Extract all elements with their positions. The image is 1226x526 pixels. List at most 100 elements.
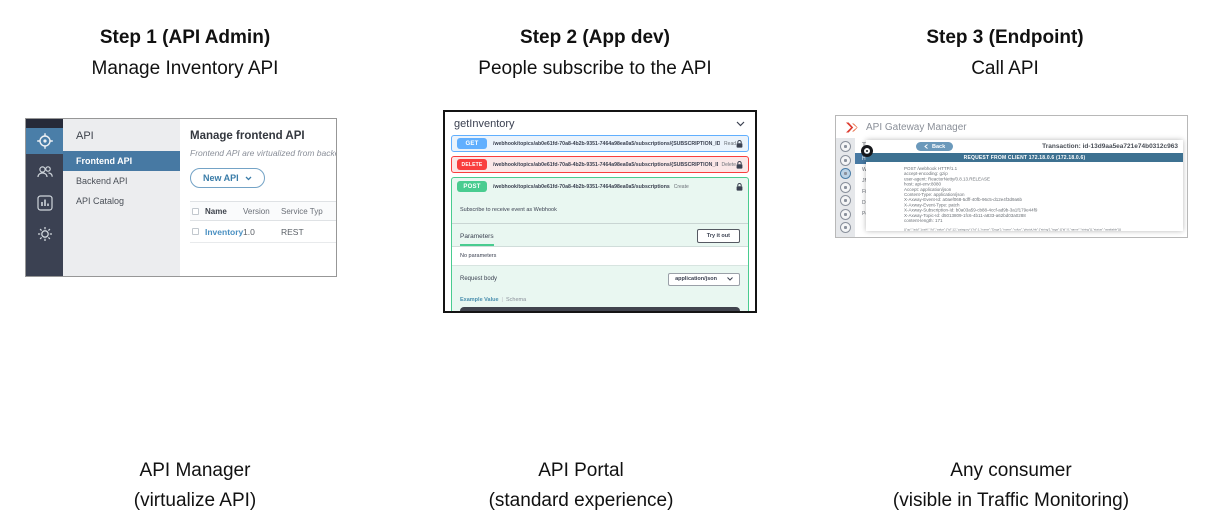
database-icon[interactable] <box>840 208 851 220</box>
gateway-body: Traffic HTTP Web JMS File Dire Perf Back… <box>836 138 1187 237</box>
sidebar-item-backend-api[interactable]: Backend API <box>76 176 128 186</box>
new-api-button-label: New API <box>203 173 239 183</box>
request-line: POST /webhook HTTP/1.1 <box>904 166 958 171</box>
mouse-cursor-indicator <box>861 145 873 157</box>
windows-icon[interactable] <box>840 154 851 166</box>
endpoint-action-label: Read <box>724 140 736 147</box>
endpoint-path: /webhook/topics/ab0e61fd-70a8-4b2b-9351-… <box>493 161 718 168</box>
step1-heading: Step 1 (API Admin) Manage Inventory API <box>10 22 360 84</box>
gateway-app-title: API Gateway Manager <box>866 121 967 133</box>
select-all-checkbox[interactable] <box>192 207 199 215</box>
post-method-badge: POST <box>457 181 487 192</box>
parameters-tab[interactable]: Parameters <box>460 233 494 246</box>
request-line: Content-Type: application/json <box>904 192 965 198</box>
schema-tab[interactable]: Schema <box>505 296 527 303</box>
column-service-type: Service Typ <box>281 206 323 216</box>
api-portal-screenshot: getInventory GET /webhook/topics/ab0e61f… <box>443 110 757 313</box>
request-line: Accept: application/json <box>904 186 952 192</box>
request-line: user-agent: ReactorNetty/0.8.13.RELEASE <box>904 176 991 182</box>
request-line: accept-encoding: gzip <box>904 171 948 177</box>
new-api-button[interactable]: New API <box>190 168 265 188</box>
request-body-bar: Request body application/json <box>452 264 748 292</box>
gateway-icon-rail <box>836 138 855 237</box>
step1-subtitle: Manage Inventory API <box>91 58 279 79</box>
lock-icon[interactable] <box>736 139 743 148</box>
endpoint-rows: GET /webhook/topics/ab0e61fd-70a8-4b2b-9… <box>445 135 755 311</box>
get-method-badge: GET <box>457 138 487 149</box>
request-line: host: api-env:8080 <box>904 181 942 187</box>
axway-logo-icon <box>846 122 858 132</box>
chevron-down-icon <box>245 176 252 180</box>
request-from-client-bar: REQUEST FROM CLIENT 172.18.0.6 (172.18.0… <box>866 153 1183 162</box>
sidebar-title: API <box>76 130 94 142</box>
content-type-value: application/json <box>675 276 717 282</box>
column-version: Version <box>243 206 270 216</box>
rail-top-strip <box>26 119 63 128</box>
edit-icon[interactable] <box>840 181 851 193</box>
example-json-code: { "webhookUrl": "string", "subscriptionM… <box>460 306 740 311</box>
tab-separator: | <box>501 296 503 303</box>
gateway-header: API Gateway Manager <box>836 116 1187 138</box>
caption-line1: API Portal <box>538 460 624 481</box>
table-row[interactable]: Inventory 1.0 REST <box>190 221 336 243</box>
step3-subtitle: Call API <box>971 58 1039 79</box>
api-manager-icon-rail <box>26 119 63 276</box>
users-icon[interactable] <box>26 159 63 185</box>
endpoint-path: /webhook/topics/ab0e61fd-70a8-4b2b-9351-… <box>493 140 721 147</box>
request-header-lines: POST /webhook HTTP/1.1 accept-encoding: … <box>904 166 1183 223</box>
gear-icon[interactable] <box>26 221 63 247</box>
request-line: content-length: 171 <box>904 218 943 224</box>
caption-line1: API Manager <box>139 460 251 481</box>
parameters-bar: Parameters Try it out <box>452 223 748 247</box>
request-line: X-Axway-Subscription-Id: b0a03a59-cb88-4… <box>904 207 1038 213</box>
api-manager-main: Manage frontend API Frontend API are vir… <box>180 119 336 276</box>
row-checkbox[interactable] <box>192 228 199 235</box>
content-type-select[interactable]: application/json <box>668 272 740 286</box>
sidebar-item-api-catalog[interactable]: API Catalog <box>76 196 125 206</box>
step2-subtitle: People subscribe to the API <box>478 58 712 79</box>
post-endpoint-block: POST /webhook/topics/ab0e61fd-70a8-4b2b-… <box>451 177 749 311</box>
back-arrow-icon <box>924 144 928 149</box>
sidebar-item-frontend-api[interactable]: Frontend API <box>63 151 180 171</box>
lock-icon[interactable] <box>736 182 743 191</box>
caption-line2: (virtualize API) <box>133 490 257 511</box>
example-value-tab[interactable]: Example Value <box>460 296 499 303</box>
try-it-out-button[interactable]: Try it out <box>696 229 740 243</box>
caption-line2: (standard experience) <box>488 490 674 511</box>
example-tabs: Example Value|Schema <box>452 292 748 307</box>
endpoint-action-label: Create <box>673 183 689 190</box>
request-line: X-Axway-Event-Id: a0aef068-5dff-40fb-96c… <box>904 197 1022 203</box>
back-button-label: Back <box>932 143 946 150</box>
caption-any-consumer: Any consumer (visible in Traffic Monitor… <box>835 456 1187 516</box>
step3-title: Step 3 (Endpoint) <box>926 27 1084 48</box>
page-title: Manage frontend API <box>190 130 305 142</box>
lock-icon[interactable] <box>736 160 743 169</box>
gateway-manager-screenshot: API Gateway Manager Traffic HTTP Web JMS… <box>835 115 1188 238</box>
back-button[interactable]: Back <box>916 142 954 151</box>
endpoint-action-label: Delete <box>721 161 736 168</box>
request-body-label: Request body <box>460 276 498 282</box>
transaction-id-label: Transaction: id-13d9aa5ea721e74b0312c963 <box>1042 143 1178 150</box>
request-details: POST /webhook HTTP/1.1 accept-encoding: … <box>866 162 1183 231</box>
gear-icon[interactable] <box>840 222 851 233</box>
endpoint-row-delete[interactable]: DELETE /webhook/topics/ab0e61fd-70a8-4b2… <box>451 156 749 173</box>
dashboard-icon[interactable] <box>840 141 851 152</box>
api-name-link[interactable]: Inventory <box>205 226 244 237</box>
cube-icon[interactable] <box>840 168 851 179</box>
clipboard-icon[interactable] <box>840 195 851 206</box>
table-header-row: Name Version Service Typ <box>190 201 336 221</box>
step2-heading: Step 2 (App dev) People subscribe to the… <box>420 22 770 84</box>
endpoint-path: /webhook/topics/ab0e61fd-70a8-4b2b-9351-… <box>493 183 670 190</box>
caption-line1: Any consumer <box>950 460 1072 481</box>
target-icon[interactable] <box>26 128 63 154</box>
operation-title: getInventory <box>454 118 515 130</box>
chevron-down-icon <box>727 277 733 281</box>
transaction-panel-top: Back Transaction: id-13d9aa5ea721e74b031… <box>866 140 1183 153</box>
endpoint-row-post[interactable]: POST /webhook/topics/ab0e61fd-70a8-4b2b-… <box>452 178 748 195</box>
operation-header[interactable]: getInventory <box>445 112 755 135</box>
chevron-down-icon <box>736 121 745 127</box>
chart-icon[interactable] <box>26 190 63 216</box>
request-line: X-Axway-Event-Type: patch <box>904 202 960 208</box>
endpoint-row-get[interactable]: GET /webhook/topics/ab0e61fd-70a8-4b2b-9… <box>451 135 749 152</box>
